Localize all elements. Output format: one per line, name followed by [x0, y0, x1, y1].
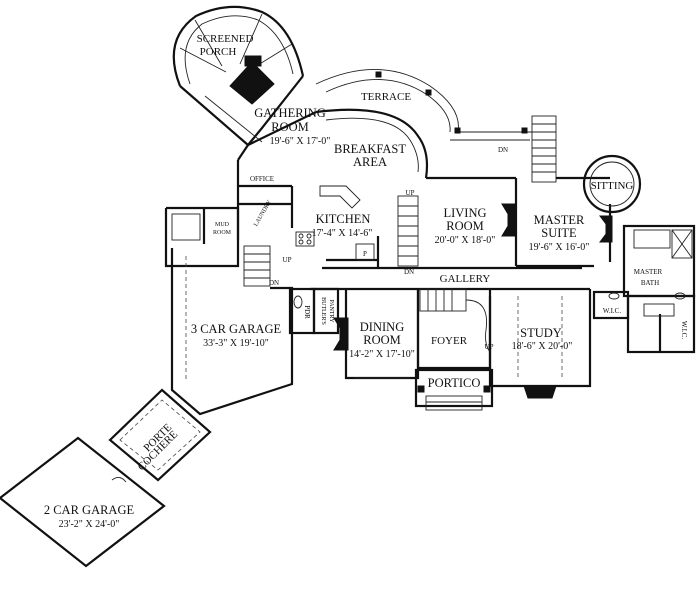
gathering-room-walls — [179, 75, 304, 161]
terrace-label: TERRACE — [361, 91, 411, 103]
dining-room-label: DINING — [360, 320, 404, 334]
gathering-room-label: GATHERING — [254, 106, 326, 120]
terrace-stair — [531, 115, 557, 183]
mud-room-walls — [164, 206, 271, 287]
dining-room-dims: 14'-2" X 17'-10" — [349, 349, 415, 360]
living-room-label: LIVING — [443, 206, 486, 220]
butlers-pantry-label-2: PANTRY — [328, 299, 334, 323]
screened-porch-walls — [172, 5, 305, 87]
central-stair — [397, 195, 419, 267]
pantry-label: P — [363, 250, 367, 258]
sitting-tower — [582, 154, 642, 214]
gathering-room-dims: 19'-6" X 17'-0" — [270, 136, 331, 147]
stair-up-mud: UP — [283, 256, 292, 264]
study-walls — [488, 289, 592, 399]
chimney-gathering — [244, 55, 262, 67]
gallery-label: GALLERY — [440, 273, 491, 285]
foyer-walls — [416, 288, 492, 370]
screened-porch-label-2: PORCH — [200, 46, 237, 58]
living-room-dims: 20'-0" X 18'-0" — [435, 235, 496, 246]
foyer-label: FOYER — [431, 335, 468, 347]
fireplace-gathering — [229, 61, 275, 105]
wic-right-label: W.I.C. — [680, 321, 688, 339]
breakfast-area-label-2: AREA — [353, 155, 387, 169]
stair-up-kitchen: UP — [406, 189, 415, 197]
screened-porch-label: SCREENED — [197, 33, 254, 45]
mud-room-label-2: ROOM — [213, 230, 232, 236]
garage-3car-dims: 33'-3" X 19'-10" — [203, 338, 269, 349]
portico-outline — [414, 368, 494, 411]
kitchen-dims: 17'-4" X 14'-6" — [312, 228, 373, 239]
garage-2car-walls — [0, 436, 166, 568]
study-dims: 18'-6" X 20'-0" — [512, 341, 573, 352]
living-room-label-2: ROOM — [446, 219, 484, 233]
portico-label: PORTICO — [428, 376, 481, 390]
breakfast-bay-inner — [325, 117, 419, 173]
porte-cochere-outline — [108, 388, 212, 482]
master-suite-label-2: SUITE — [541, 226, 577, 240]
master-suite-dims: 19'-6" X 16'-0" — [529, 242, 590, 253]
pdr-label: PDR — [303, 305, 311, 319]
garage-2car-dims: 23'-2" X 24'-0" — [59, 519, 120, 530]
stair-up-foyer: UP — [485, 343, 494, 351]
kitchen-island — [295, 185, 375, 261]
master-bath-walls — [592, 224, 696, 354]
master-suite-label: MASTER — [534, 213, 585, 227]
butlers-pantry-label: BUTLER'S — [320, 297, 326, 325]
breakfast-area-label: BREAKFAST — [334, 142, 406, 156]
fireplace-living — [501, 203, 517, 237]
master-bath-label-2: BATH — [641, 279, 659, 287]
garage-2car-label: 2 CAR GARAGE — [44, 503, 135, 517]
sitting-label: SITTING — [591, 180, 634, 192]
fireplace-master — [599, 215, 613, 243]
dining-room-label-2: ROOM — [363, 333, 401, 347]
master-bath-label: MASTER — [634, 268, 663, 276]
stair-dn-kitchen: DN — [404, 268, 414, 276]
garage-3car-walls — [170, 248, 294, 416]
kitchen-label: KITCHEN — [316, 212, 371, 226]
pdr-butlers-walls — [288, 287, 340, 335]
terrace-outline — [315, 69, 532, 141]
wic-left-label: W.I.C. — [603, 307, 621, 315]
mud-room-label: MUD — [215, 222, 230, 228]
stair-dn-terrace: DN — [498, 146, 508, 154]
stair-dn-mud: DN — [269, 279, 279, 287]
garage-3car-label: 3 CAR GARAGE — [191, 322, 282, 336]
gathering-room-label-2: ROOM — [271, 120, 309, 134]
office-label: OFFICE — [250, 175, 274, 183]
study-label: STUDY — [520, 326, 562, 340]
